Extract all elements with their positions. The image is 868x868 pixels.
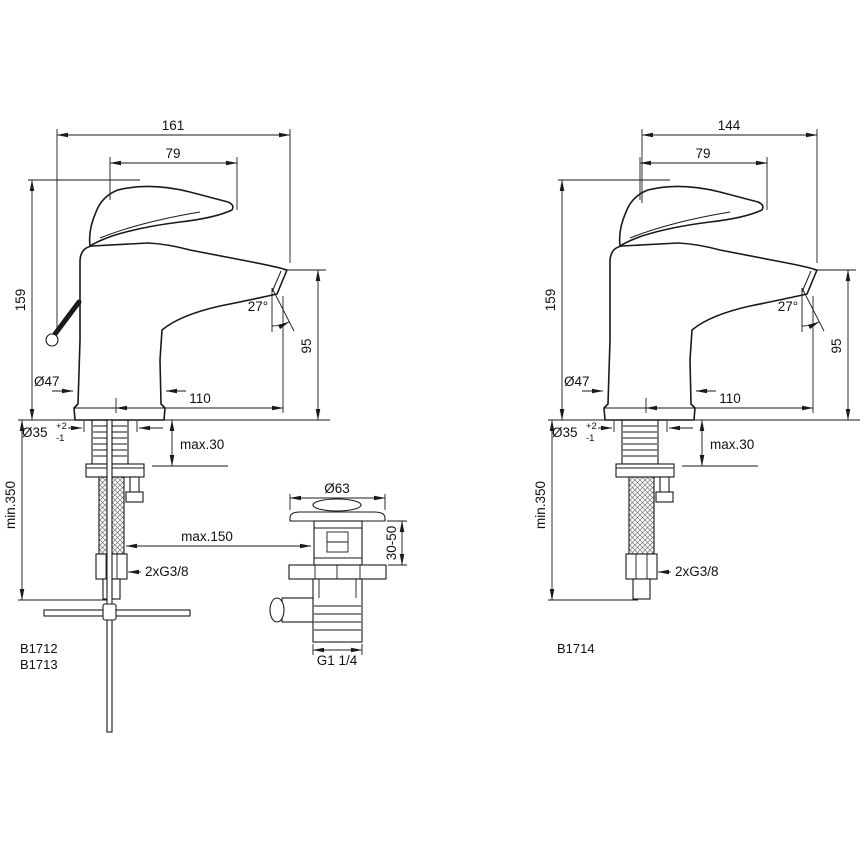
dim-height: 159 xyxy=(13,289,28,312)
dim-base-diameter: Ø47 xyxy=(34,374,60,389)
dim-height: 159 xyxy=(543,289,558,312)
dim-hole-tol-plus: +2 xyxy=(56,421,67,432)
model-code-2: B1713 xyxy=(20,657,58,672)
dim-connection: 2xG3/8 xyxy=(675,564,719,579)
model-code-1: B1714 xyxy=(557,641,595,656)
dim-hole-diameter: Ø35 xyxy=(22,425,48,440)
right-faucet-view: 144 79 159 95 27° Ø47 110 Ø35 +2 -1 max.… xyxy=(533,118,860,656)
pop-up-pivot xyxy=(102,603,117,621)
left-faucet-view: 161 79 159 95 27° Ø47 110 Ø35 +2 -1 max.… xyxy=(3,118,407,733)
dim-overall-width: 144 xyxy=(718,118,741,133)
dim-hose-length: min.350 xyxy=(3,481,18,529)
dim-spout-angle: 27° xyxy=(248,299,268,314)
dim-hole-tol-plus: +2 xyxy=(586,421,597,432)
pop-up-rod xyxy=(106,419,113,733)
dim-overall-width: 161 xyxy=(162,118,185,133)
dim-handle-length: 79 xyxy=(695,146,710,161)
dim-deck-thickness: max.30 xyxy=(180,437,224,452)
dim-hole-tol-minus: -1 xyxy=(56,433,64,444)
pop-up-cross-bar xyxy=(43,609,191,617)
dim-spout-height: 95 xyxy=(299,338,314,353)
dim-connection: 2xG3/8 xyxy=(145,564,189,579)
dim-hole-diameter: Ø35 xyxy=(552,425,578,440)
dim-hose-length: min.350 xyxy=(533,481,548,529)
dim-spout-reach: 110 xyxy=(719,391,741,406)
model-code-1: B1712 xyxy=(20,641,58,656)
dim-spout-reach: 110 xyxy=(189,391,211,406)
drain-plug xyxy=(312,498,362,512)
dim-rod-reach: max.150 xyxy=(181,529,233,544)
dim-spout-angle: 27° xyxy=(778,299,798,314)
drain-assembly xyxy=(269,498,387,643)
drain-locknut xyxy=(288,564,387,580)
dim-base-diameter: Ø47 xyxy=(564,374,590,389)
dim-spout-height: 95 xyxy=(829,338,844,353)
side-lever xyxy=(45,299,82,347)
drain-lever-port xyxy=(269,597,314,623)
drain-tailpiece xyxy=(312,578,363,643)
dim-waste-adjust: 30-50 xyxy=(384,526,399,561)
dim-deck-thickness: max.30 xyxy=(710,437,754,452)
dim-waste-thread: G1 1/4 xyxy=(317,653,358,668)
drain-flange xyxy=(289,511,386,522)
dim-handle-length: 79 xyxy=(165,146,180,161)
dim-waste-flange: Ø63 xyxy=(324,481,350,496)
dim-hole-tol-minus: -1 xyxy=(586,433,594,444)
